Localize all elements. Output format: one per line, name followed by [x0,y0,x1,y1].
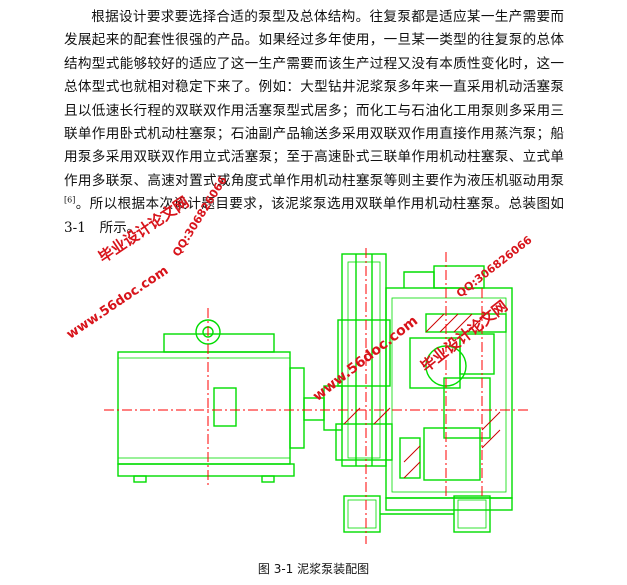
reference-marker: [6] [64,195,76,205]
paragraph-text: 根据设计要求要选择合适的泵型及总体结构。往复泵都是适应某一生产需要而发展起来的配… [64,9,564,189]
pump-frame [343,265,513,533]
figure-caption: 图 3-1 泥浆泵装配图 [257,562,370,576]
mud-pump-assembly-drawing [104,248,528,544]
centerlines [104,248,528,544]
motor-body [117,319,305,483]
section-hatching [343,313,501,479]
body-paragraph: 根据设计要求要选择合适的泵型及总体结构。往复泵都是适应某一生产需要而发展起来的配… [64,6,578,240]
paragraph-text-end: 。所以根据本次设计题目要求，该泥浆泵选用双联单作用机动柱塞泵。总装图如 3-1 … [64,196,578,236]
